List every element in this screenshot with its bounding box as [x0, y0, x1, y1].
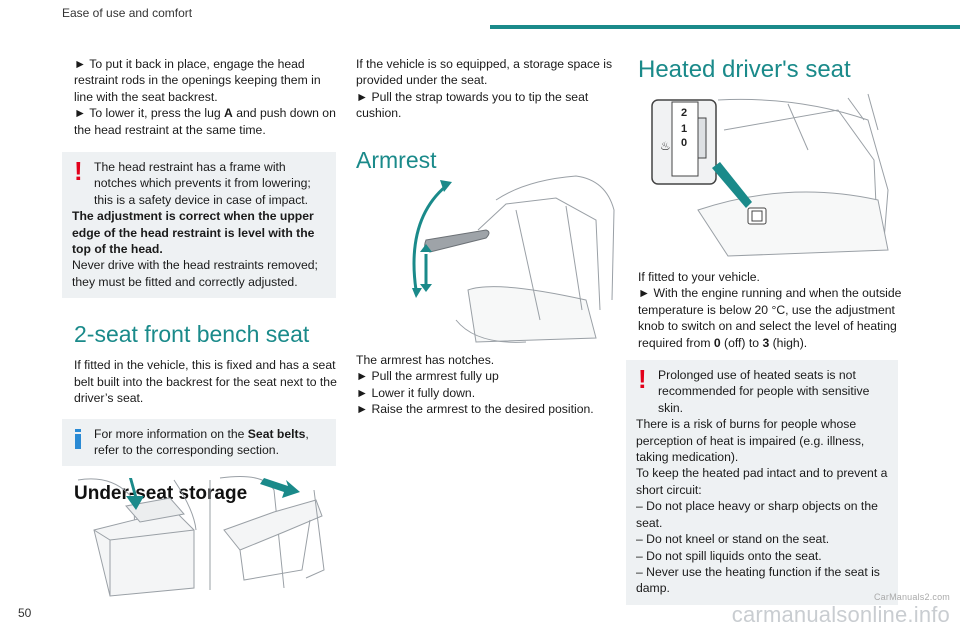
armrest-heading: Armrest: [356, 146, 437, 173]
heated-fitted: If fitted to your vehicle.: [638, 270, 760, 284]
heated-warning-item: – Never use the heating function if the …: [636, 564, 880, 596]
page-number: 50: [18, 606, 32, 620]
heated-warning-item: – Do not spill liquids onto the seat.: [636, 548, 822, 563]
knob-label-1: 1: [681, 123, 687, 135]
column-3: Heated driver's seat: [638, 56, 904, 84]
knob-label-2: 2: [681, 107, 687, 119]
headrest-step-2: ► To lower it, press the lug A and push …: [74, 106, 336, 137]
armrest-step-1: ► Pull the armrest fully up: [356, 369, 499, 384]
armrest-step-2: ► Lower it fully down.: [356, 385, 476, 400]
info-box: For more information on the Seat belts, …: [62, 418, 336, 467]
warning-icon: !: [74, 156, 83, 187]
heated-seat-heading: Heated driver's seat: [638, 56, 851, 83]
under-seat-storage-heading: Under-seat storage: [74, 483, 248, 505]
heated-seat-illustration: ♨ 2 1 0: [651, 93, 889, 257]
warning-text-2: Never drive with the head restraints rem…: [72, 258, 318, 289]
info-text: For more information on the Seat belts, …: [94, 426, 309, 457]
heated-warning-3: To keep the heated pad intact and to pre…: [636, 466, 888, 497]
bench-seat-heading: 2-seat front bench seat: [74, 321, 310, 348]
watermark-small: CarManuals2.com: [873, 592, 950, 602]
armrest-intro: The armrest has notches.: [356, 353, 495, 367]
column-1: ► To put it back in place, engage the he…: [62, 56, 340, 506]
armrest-step-3: ► Raise the armrest to the desired posit…: [356, 402, 594, 417]
heated-warning-item: – Do not kneel or stand on the seat.: [636, 532, 830, 547]
heated-warning-2: There is a risk of burns for people whos…: [636, 417, 865, 465]
headrest-warning-box: ! The head restraint has a frame with no…: [62, 152, 336, 299]
heated-warning-item: – Do not place heavy or sharp objects on…: [636, 499, 878, 530]
header-accent-bar: [490, 25, 960, 29]
armrest-illustration: [412, 175, 615, 343]
watermark-main: carmanualsonline.info: [731, 602, 950, 627]
storage-step: ► Pull the strap towards you to tip the …: [356, 89, 589, 121]
bench-seat-text: If fitted in the vehicle, this is fixed …: [74, 358, 337, 406]
knob-label-0: 0: [681, 137, 687, 149]
heated-step: ► With the engine running and when the o…: [638, 286, 902, 350]
storage-text: If the vehicle is so equipped, a storage…: [356, 57, 613, 88]
watermark: CarManuals2.com carmanualsonline.info: [731, 592, 950, 628]
warning-icon: !: [638, 364, 647, 395]
headrest-step-1: ► To put it back in place, engage the he…: [74, 57, 321, 104]
armrest-text: The armrest has notches. ► Pull the armr…: [356, 352, 620, 418]
column-2: If the vehicle is so equipped, a storage…: [356, 56, 620, 174]
section-title: Ease of use and comfort: [62, 6, 193, 20]
info-icon: [74, 428, 82, 453]
under-seat-storage-illustration: [77, 476, 325, 597]
warning-bold-text: The adjustment is correct when the upper…: [72, 209, 315, 257]
warning-text: The head restraint has a frame with notc…: [94, 160, 311, 207]
heated-warning-1: Prolonged use of heated seats is not rec…: [658, 368, 870, 415]
seat-heat-icon: ♨: [660, 139, 671, 153]
heated-seat-text: If fitted to your vehicle. ► With the en…: [626, 269, 904, 605]
heated-warning-box: ! Prolonged use of heated seats is not r…: [626, 360, 898, 605]
